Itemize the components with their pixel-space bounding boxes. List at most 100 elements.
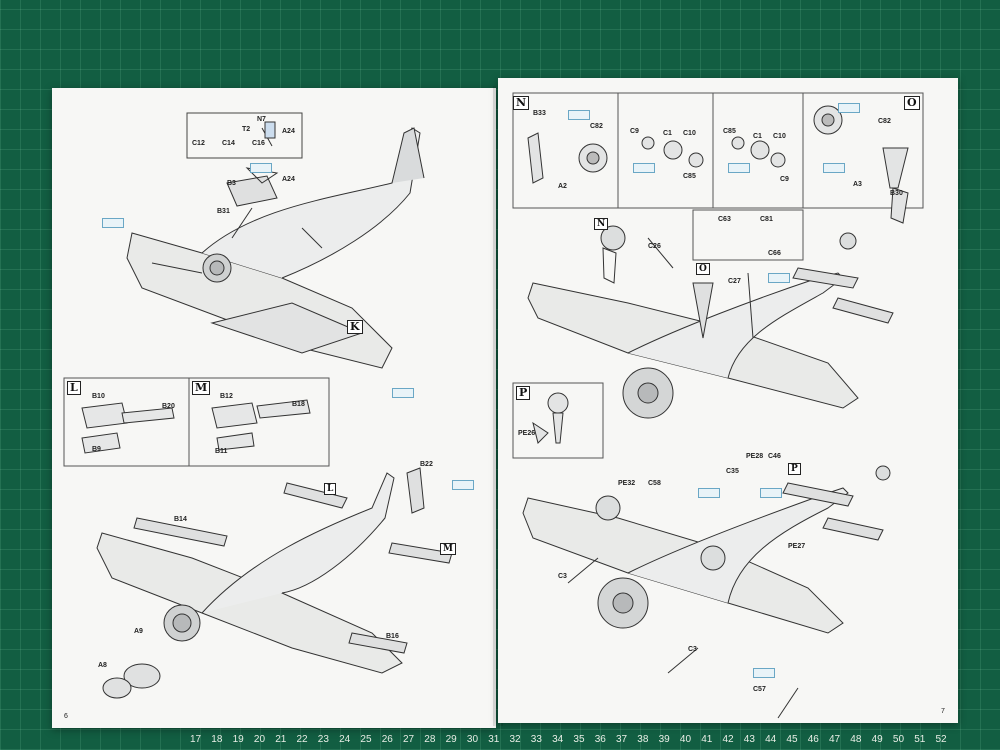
ruler-number: 49	[871, 734, 883, 745]
part-label: C12	[192, 140, 205, 147]
part-label: T2	[242, 126, 251, 133]
paint-code-swatch	[728, 163, 750, 173]
part-label: N7	[257, 116, 266, 123]
instruction-booklet: K L M N7 T2 A24 C12 C14 C16 A24 B3 B31 B…	[52, 78, 964, 730]
part-label: B18	[292, 401, 305, 408]
ref-marker-o: O	[696, 263, 710, 275]
ruler-number: 32	[509, 734, 521, 745]
ruler-number: 37	[616, 734, 628, 745]
part-label: C82	[878, 118, 891, 125]
paint-code-swatch	[250, 163, 272, 173]
part-label: B31	[217, 208, 230, 215]
part-label: PE26	[518, 430, 536, 437]
part-label: B3	[227, 180, 236, 187]
part-label: C9	[630, 128, 639, 135]
part-label: PE32	[618, 480, 636, 487]
ruler-number: 25	[360, 734, 372, 745]
section-tag-o: O	[904, 96, 920, 110]
part-label: C3	[688, 646, 697, 653]
part-label: B14	[174, 516, 187, 523]
ruler-number: 18	[211, 734, 223, 745]
ruler-number: 26	[381, 734, 393, 745]
paint-code-swatch	[768, 273, 790, 283]
ruler-number: 42	[722, 734, 734, 745]
part-label: C26	[648, 243, 661, 250]
ruler-number: 47	[829, 734, 841, 745]
ruler-number: 41	[701, 734, 713, 745]
part-label: C35	[726, 468, 739, 475]
part-label: A24	[282, 176, 295, 183]
ref-marker-p: P	[788, 463, 801, 475]
ruler-number: 19	[232, 734, 244, 745]
ruler-number: 35	[573, 734, 585, 745]
section-tag-n: N	[513, 96, 530, 110]
part-label: B12	[220, 393, 233, 400]
section-tag-k: K	[347, 320, 363, 334]
part-label: C27	[728, 278, 741, 285]
ruler-number: 27	[403, 734, 415, 745]
paint-code-swatch	[698, 488, 720, 498]
ruler-number: 48	[850, 734, 862, 745]
ruler-number: 46	[807, 734, 819, 745]
part-label: C57	[753, 686, 766, 693]
part-label: A9	[134, 628, 143, 635]
ruler-number: 40	[679, 734, 692, 745]
part-label: PE28	[746, 453, 764, 460]
ref-marker-m: M	[440, 543, 456, 555]
part-label: C85	[723, 128, 736, 135]
ruler-number: 20	[253, 734, 266, 745]
ruler-number: 21	[275, 734, 287, 745]
ruler-number: 45	[786, 734, 798, 745]
part-label: A8	[98, 662, 107, 669]
ruler-number: 24	[339, 734, 351, 745]
left-page-drawings	[63, 112, 453, 699]
ruler-number: 29	[445, 734, 457, 745]
ref-marker-n: N	[594, 218, 609, 230]
section-tag-m: M	[192, 381, 211, 395]
paint-code-swatch	[823, 163, 845, 173]
ruler-number: 36	[594, 734, 606, 745]
part-label: C9	[780, 176, 789, 183]
section-tag-p: P	[516, 386, 531, 400]
ruler-number: 23	[317, 734, 329, 745]
paint-code-swatch	[452, 480, 474, 490]
part-label: A24	[282, 128, 295, 135]
ruler-number: 39	[658, 734, 670, 745]
part-label: A2	[558, 183, 567, 190]
paint-code-swatch	[568, 110, 590, 120]
right-page: N O P B33 C82 A2 C9 C1 C10 C85 C85 C1 C1…	[498, 78, 958, 723]
ruler-number: 17	[190, 734, 202, 745]
ruler-number: 30	[466, 734, 479, 745]
part-label: C63	[718, 216, 731, 223]
part-label: C16	[252, 140, 265, 147]
paint-code-swatch	[753, 668, 775, 678]
part-label: PE27	[788, 543, 806, 550]
ruler-number: 51	[914, 734, 926, 745]
part-label: B20	[162, 403, 175, 410]
ref-marker-l: L	[324, 483, 337, 495]
part-label: B16	[386, 633, 399, 640]
part-label: B9	[92, 446, 101, 453]
part-label: B10	[92, 393, 105, 400]
page-number: 7	[941, 708, 945, 715]
ruler-number: 34	[552, 734, 564, 745]
ruler-number: 38	[637, 734, 649, 745]
ruler-number: 33	[530, 734, 542, 745]
part-label: B11	[215, 448, 228, 455]
part-label: A3	[853, 181, 862, 188]
part-label: C58	[648, 480, 661, 487]
part-label: C81	[760, 216, 773, 223]
part-label: C82	[590, 123, 603, 130]
right-page-drawings	[512, 92, 924, 719]
part-label: B30	[890, 190, 903, 197]
paint-code-swatch	[392, 388, 414, 398]
ruler-number: 31	[488, 734, 500, 745]
part-label: C10	[683, 130, 696, 137]
ruler-number: 52	[935, 734, 947, 745]
part-label: C1	[663, 130, 672, 137]
paint-code-swatch	[633, 163, 655, 173]
part-label: C3	[558, 573, 567, 580]
part-label: B22	[420, 461, 433, 468]
paint-code-swatch	[760, 488, 782, 498]
